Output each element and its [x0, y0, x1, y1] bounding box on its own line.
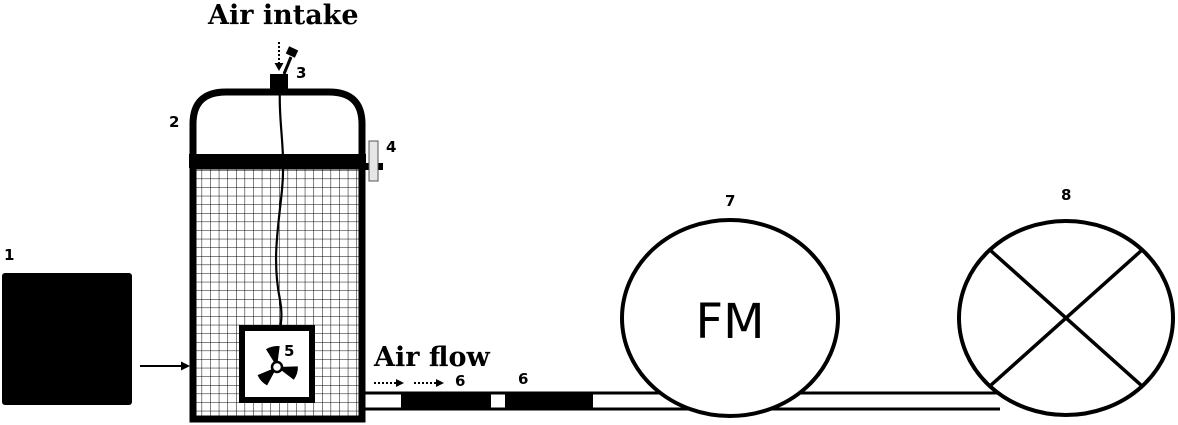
sensor-wire [274, 88, 285, 341]
radiation-fan-icon [257, 345, 298, 386]
label-7: 7 [725, 192, 735, 210]
label-1: 1 [4, 246, 14, 264]
label-8: 8 [1061, 186, 1071, 204]
source-block [2, 273, 132, 405]
intake-port [270, 42, 299, 89]
input-arrow [140, 361, 190, 371]
air-flow-arrows [374, 379, 444, 387]
flow-meter: FM [620, 218, 840, 418]
air-intake-label: Air intake [207, 0, 359, 31]
label-4: 4 [386, 138, 396, 156]
chamber-dome [189, 88, 366, 158]
label-2: 2 [169, 113, 179, 131]
label-6b: 6 [518, 370, 528, 388]
label-3: 3 [296, 64, 306, 82]
fan-unit [239, 325, 315, 403]
flow-meter-label: FM [695, 294, 764, 350]
filter-6a [401, 393, 491, 409]
air-flow-label: Air flow [373, 342, 490, 373]
chamber-divider [189, 154, 366, 168]
side-valve [362, 140, 383, 182]
filter-6b [505, 393, 593, 409]
pump [957, 219, 1175, 417]
label-6a: 6 [455, 372, 465, 390]
label-5: 5 [284, 342, 294, 360]
